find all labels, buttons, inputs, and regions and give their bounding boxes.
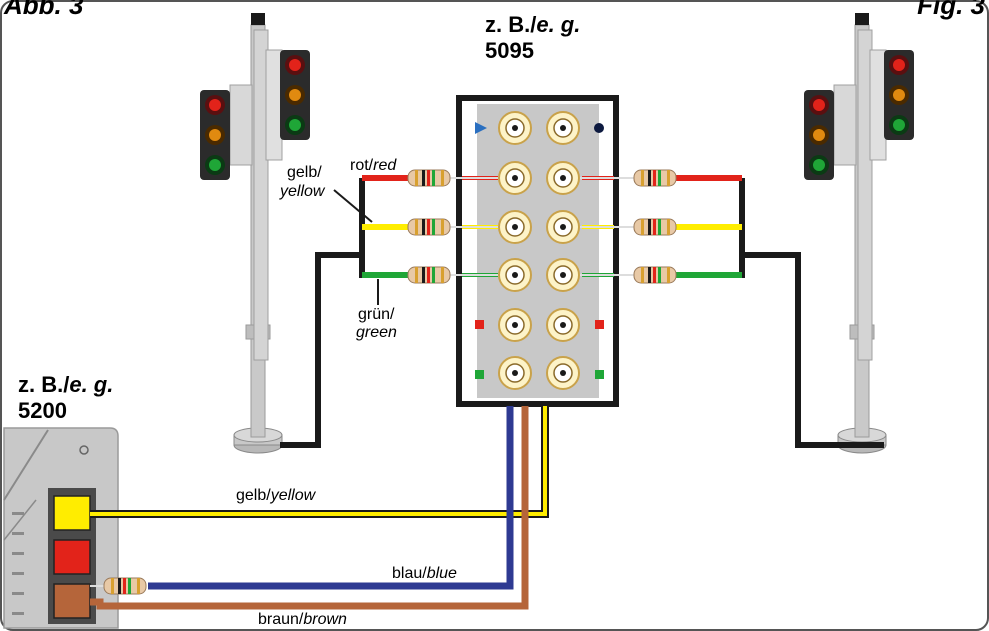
terminal-yellow xyxy=(53,495,91,531)
label-red-wire: rot/red xyxy=(350,157,397,174)
label-yellow-wire-de: gelb/ xyxy=(287,164,322,181)
module-5095-number: 5095 xyxy=(485,38,534,63)
resistor-icon xyxy=(407,169,451,284)
module-5095-panel xyxy=(477,104,599,398)
label-yellow-wire-en: yellow xyxy=(279,183,326,200)
traffic-light-icon xyxy=(200,13,310,453)
red-marker xyxy=(595,320,604,329)
resistor-icon xyxy=(633,169,677,284)
green-marker xyxy=(595,370,604,379)
module-5200-number: 5200 xyxy=(18,398,67,423)
resistor-icon xyxy=(103,577,147,595)
label-green-wire-en: green xyxy=(356,324,397,341)
terminal-red xyxy=(53,539,91,575)
title-left: Abb. 3 xyxy=(3,0,84,20)
dot-marker-icon xyxy=(594,123,604,133)
wire-brown xyxy=(90,406,529,610)
title-right: Fig. 3 xyxy=(917,0,985,20)
traffic-light-icon xyxy=(804,13,914,453)
green-marker xyxy=(475,370,484,379)
leader-line xyxy=(333,189,373,223)
wire-blue xyxy=(148,406,514,590)
module-5200-eg-label: z. B./e. g. xyxy=(18,372,113,397)
label-brown-wire: braun/brown xyxy=(258,611,347,628)
label-blue-wire: blau/blue xyxy=(392,565,457,582)
wire-black-left xyxy=(280,252,360,448)
triangle-marker-icon xyxy=(475,122,487,134)
module-5095-eg-label: z. B./e. g. xyxy=(485,12,580,37)
terminal-brown xyxy=(53,583,91,619)
label-green-wire-de: grün/ xyxy=(358,306,395,323)
label-yellow-bottom-wire: gelb/yellow xyxy=(236,487,317,504)
red-marker xyxy=(475,320,484,329)
module-5200-device xyxy=(3,427,119,629)
wire-black-right xyxy=(742,252,884,448)
wire-yellow-bottom xyxy=(90,406,547,516)
